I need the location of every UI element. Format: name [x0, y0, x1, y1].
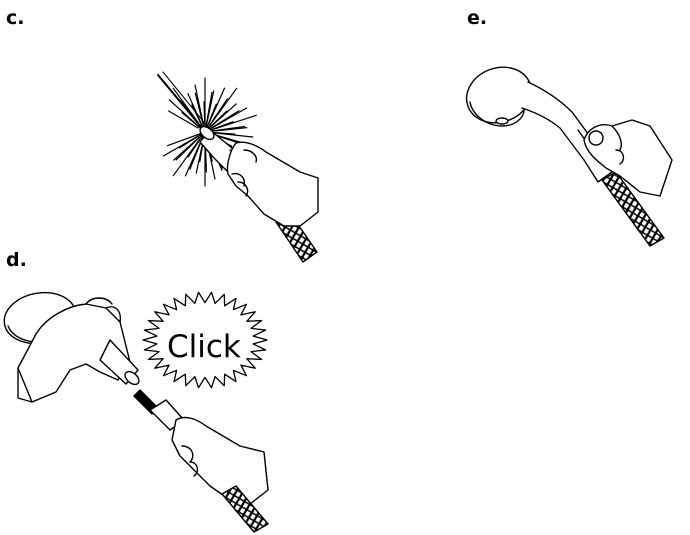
step-c-illustration: [158, 72, 318, 262]
step-d-illustration: Click: [0, 287, 268, 532]
click-burst-icon: Click: [143, 292, 267, 387]
hand-icon-right: [172, 418, 268, 504]
hand-icon-e: [584, 120, 672, 196]
click-text: Click: [167, 329, 241, 365]
hand-icon: [227, 142, 318, 226]
step-e-illustration: [459, 58, 672, 246]
handheld-shower-head-icon: [459, 58, 612, 182]
